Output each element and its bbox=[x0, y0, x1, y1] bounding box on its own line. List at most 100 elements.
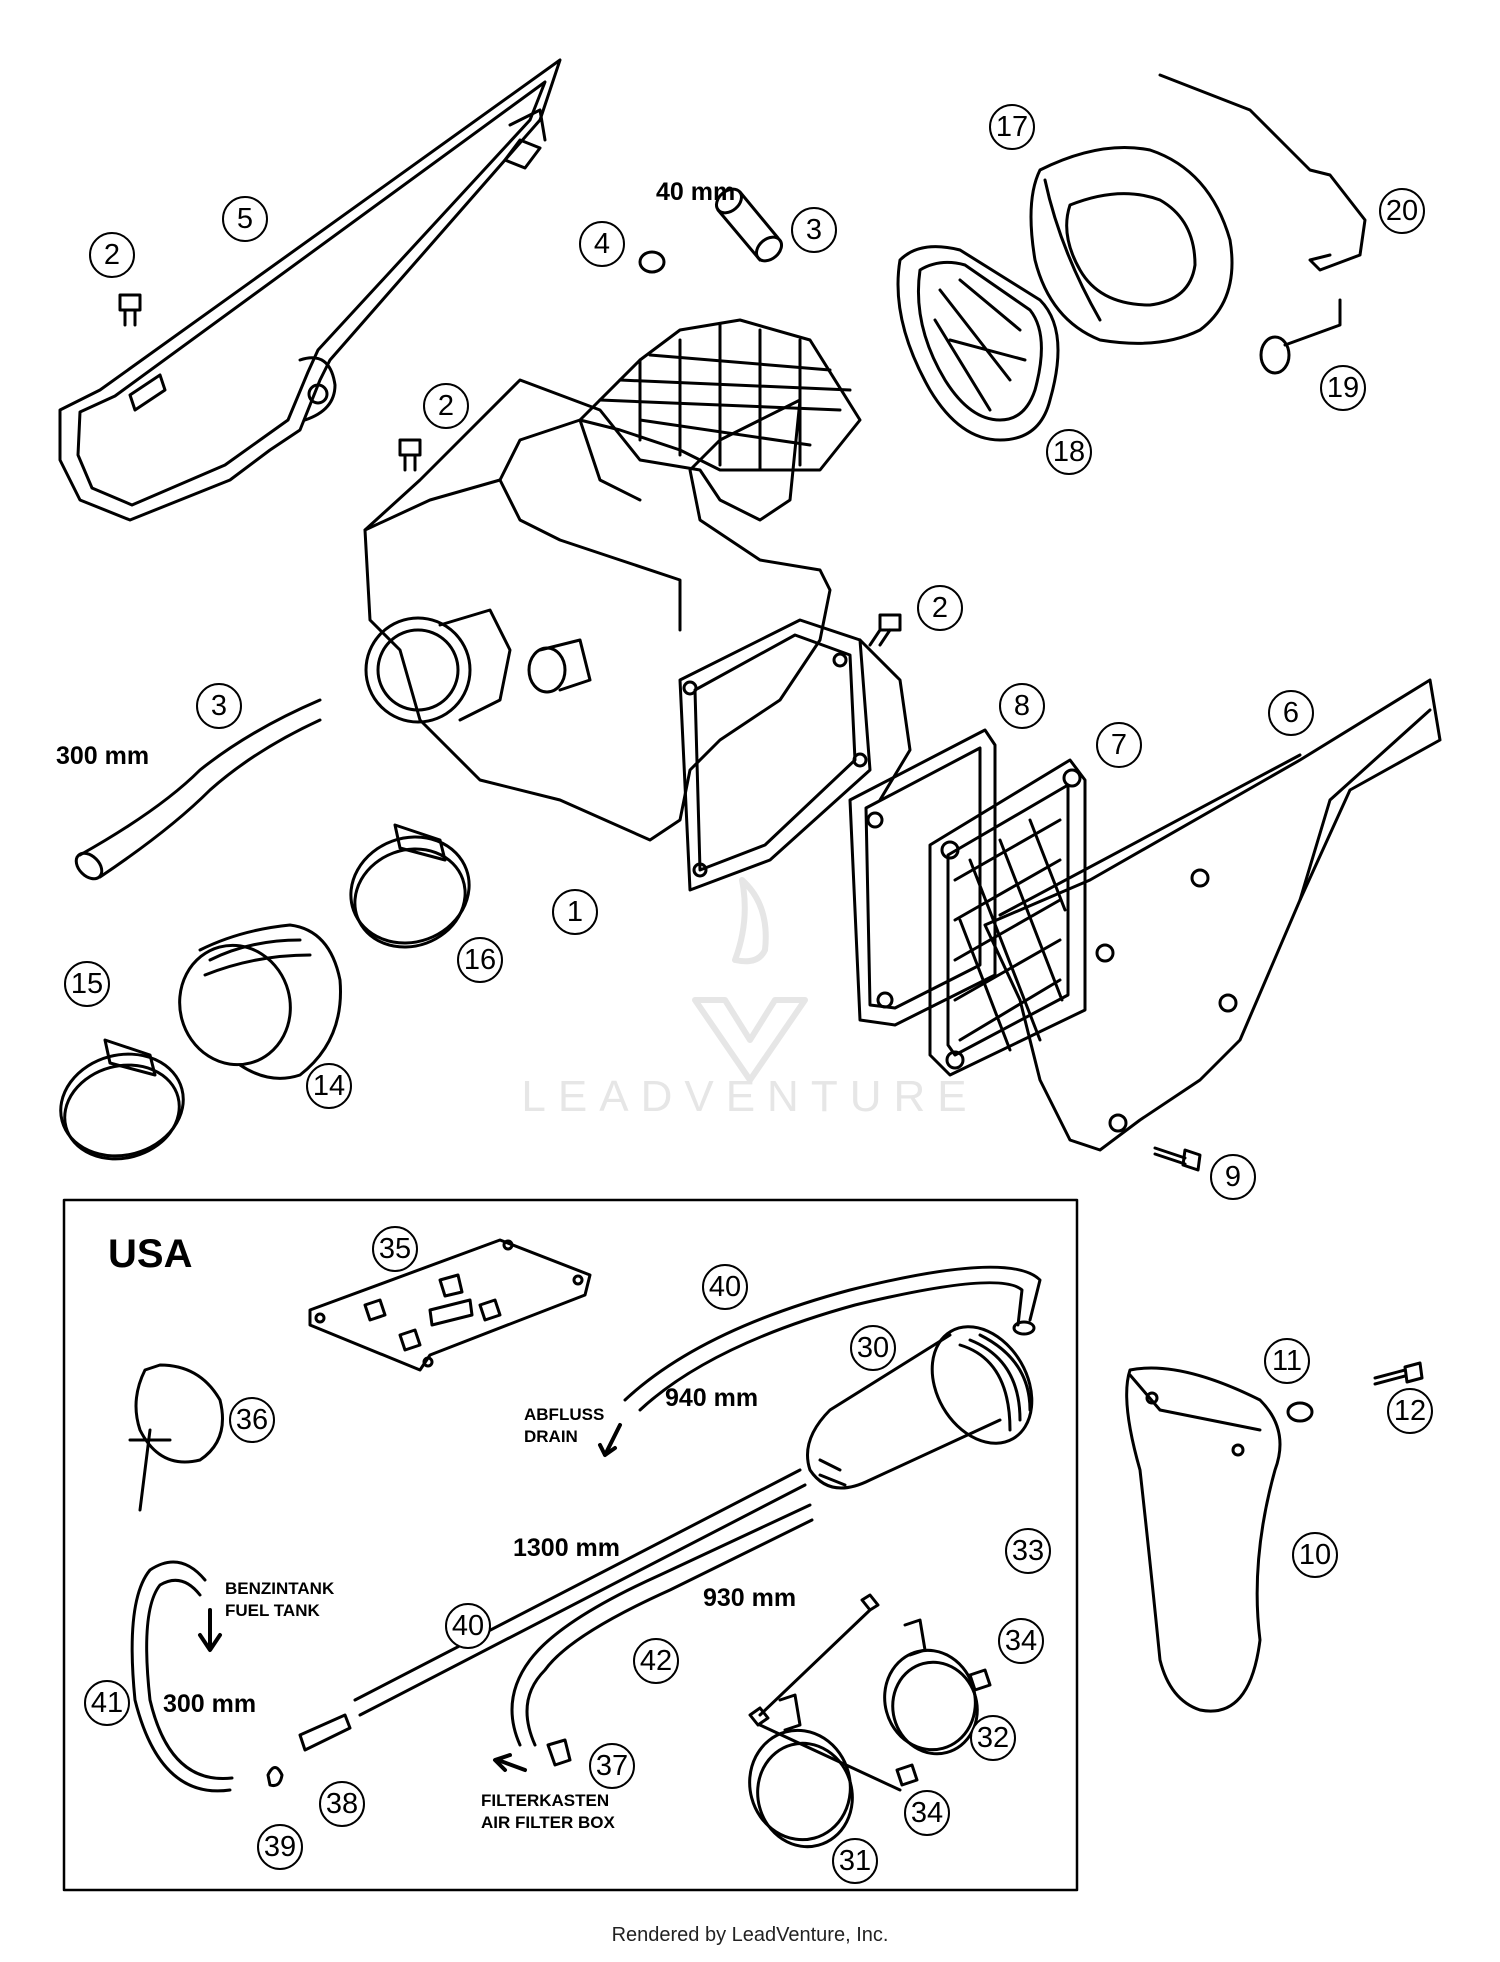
washer-11 bbox=[1286, 1401, 1314, 1423]
callout-18[interactable]: 18 bbox=[1046, 429, 1092, 475]
length-label: 940 mm bbox=[665, 1384, 759, 1412]
mud-flap-10 bbox=[1125, 1366, 1282, 1713]
length-label: 300 mm bbox=[56, 742, 150, 770]
length-label: 300 mm bbox=[163, 1690, 257, 1718]
callout-20[interactable]: 20 bbox=[1379, 188, 1425, 234]
usa-inset-frame bbox=[62, 1198, 1079, 1892]
callout-34[interactable]: 34 bbox=[998, 1618, 1044, 1664]
gasket-8 bbox=[848, 728, 997, 1027]
callout-16[interactable]: 16 bbox=[457, 937, 503, 983]
screw-icon bbox=[398, 438, 422, 472]
filter-box-note-en: AIR FILTER BOX bbox=[481, 1813, 615, 1832]
callout-17[interactable]: 17 bbox=[989, 104, 1035, 150]
callout-19[interactable]: 19 bbox=[1320, 365, 1366, 411]
drain-note-de: ABFLUSS bbox=[524, 1405, 605, 1424]
fuel-tank-note-en: FUEL TANK bbox=[225, 1601, 320, 1620]
callout-10[interactable]: 10 bbox=[1292, 1532, 1338, 1578]
callout-37[interactable]: 37 bbox=[589, 1743, 635, 1789]
intake-boot bbox=[178, 923, 342, 1080]
wire-rod-20 bbox=[1158, 73, 1367, 272]
screw-12 bbox=[1373, 1361, 1424, 1386]
air-filter-ring bbox=[1029, 146, 1234, 345]
drain-hose-40-inner bbox=[638, 1281, 1024, 1412]
callout-5[interactable]: 5 bbox=[222, 196, 268, 242]
nut-34b bbox=[895, 1763, 919, 1787]
callout-8[interactable]: 8 bbox=[999, 683, 1045, 729]
length-label: 1300 mm bbox=[513, 1534, 621, 1562]
callout-6[interactable]: 6 bbox=[1268, 690, 1314, 736]
callout-2[interactable]: 2 bbox=[423, 383, 469, 429]
hose-1300mm bbox=[353, 1468, 802, 1702]
length-label: 930 mm bbox=[703, 1584, 797, 1612]
drain-note-en: DRAIN bbox=[524, 1427, 578, 1446]
fuel-hose-41 bbox=[130, 1560, 232, 1793]
hose-930mm bbox=[510, 1503, 812, 1747]
callout-41[interactable]: 41 bbox=[84, 1680, 130, 1726]
arrow-fuel-tank-icon bbox=[198, 1608, 222, 1652]
filter-box-note-de: FILTERKASTEN bbox=[481, 1791, 610, 1810]
callout-35[interactable]: 35 bbox=[372, 1226, 418, 1272]
clip-19 bbox=[1259, 298, 1342, 375]
callout-38[interactable]: 38 bbox=[319, 1781, 365, 1827]
clamp-31 bbox=[748, 1693, 854, 1849]
watermark-text: LEADVENTURE bbox=[521, 1072, 979, 1121]
filter-frame-7 bbox=[928, 758, 1087, 1077]
callout-36[interactable]: 36 bbox=[229, 1397, 275, 1443]
footer-credit: Rendered by LeadVenture, Inc. bbox=[611, 1924, 889, 1946]
nut-34a bbox=[968, 1668, 992, 1692]
watermark-logo-icon bbox=[692, 877, 808, 1083]
callout-30[interactable]: 30 bbox=[850, 1325, 896, 1371]
screw-icon bbox=[118, 293, 142, 327]
screw-33b bbox=[748, 1706, 902, 1792]
length-label: 40 mm bbox=[656, 178, 736, 206]
inset-title: USA bbox=[108, 1232, 193, 1276]
canister-30 bbox=[806, 1325, 1034, 1490]
callout-2[interactable]: 2 bbox=[89, 232, 135, 278]
clip-39 bbox=[266, 1766, 284, 1787]
screw-icon bbox=[868, 613, 902, 647]
callout-2[interactable]: 2 bbox=[917, 585, 963, 631]
callout-14[interactable]: 14 bbox=[306, 1063, 352, 1109]
fuel-hose-41-inner bbox=[145, 1578, 234, 1781]
hose-930mm-inner bbox=[525, 1518, 814, 1747]
cable-tie-36 bbox=[128, 1363, 224, 1512]
callout-34[interactable]: 34 bbox=[904, 1790, 950, 1836]
arrow-drain-icon bbox=[598, 1423, 622, 1457]
callout-15[interactable]: 15 bbox=[64, 961, 110, 1007]
mounting-plate-35 bbox=[308, 1238, 592, 1372]
hose-clamp-15 bbox=[59, 1038, 185, 1161]
callout-3[interactable]: 3 bbox=[791, 207, 837, 253]
drain-hose-40-end bbox=[1012, 1320, 1036, 1336]
callout-11[interactable]: 11 bbox=[1264, 1338, 1310, 1384]
callout-4[interactable]: 4 bbox=[579, 221, 625, 267]
hose-40mm bbox=[714, 187, 784, 263]
callout-31[interactable]: 31 bbox=[832, 1838, 878, 1884]
callout-42[interactable]: 42 bbox=[633, 1638, 679, 1684]
grommet-icon bbox=[638, 250, 666, 274]
drain-hose-40 bbox=[623, 1265, 1042, 1402]
callout-33[interactable]: 33 bbox=[1005, 1528, 1051, 1574]
hose-1300mm-inner bbox=[358, 1483, 807, 1717]
side-cover-left bbox=[58, 58, 562, 522]
callout-12[interactable]: 12 bbox=[1387, 1388, 1433, 1434]
screw-33 bbox=[758, 1593, 880, 1717]
clamp-32 bbox=[883, 1618, 979, 1756]
callout-7[interactable]: 7 bbox=[1096, 722, 1142, 768]
callout-1[interactable]: 1 bbox=[552, 889, 598, 935]
callout-9[interactable]: 9 bbox=[1210, 1154, 1256, 1200]
callout-32[interactable]: 32 bbox=[970, 1715, 1016, 1761]
hose-clamp-16 bbox=[349, 823, 471, 949]
callout-40[interactable]: 40 bbox=[445, 1603, 491, 1649]
callout-40[interactable]: 40 bbox=[702, 1264, 748, 1310]
hose-300mm bbox=[74, 698, 322, 881]
filter-cage bbox=[896, 245, 1060, 442]
fitting-37 bbox=[546, 1738, 572, 1767]
fitting-38 bbox=[298, 1713, 352, 1752]
bolt-icon bbox=[1153, 1146, 1202, 1172]
arrow-filter-box-icon bbox=[493, 1753, 527, 1772]
callout-39[interactable]: 39 bbox=[257, 1824, 303, 1870]
fuel-tank-note-de: BENZINTANK bbox=[225, 1579, 335, 1598]
airbox-housing bbox=[363, 318, 912, 892]
callout-3[interactable]: 3 bbox=[196, 683, 242, 729]
